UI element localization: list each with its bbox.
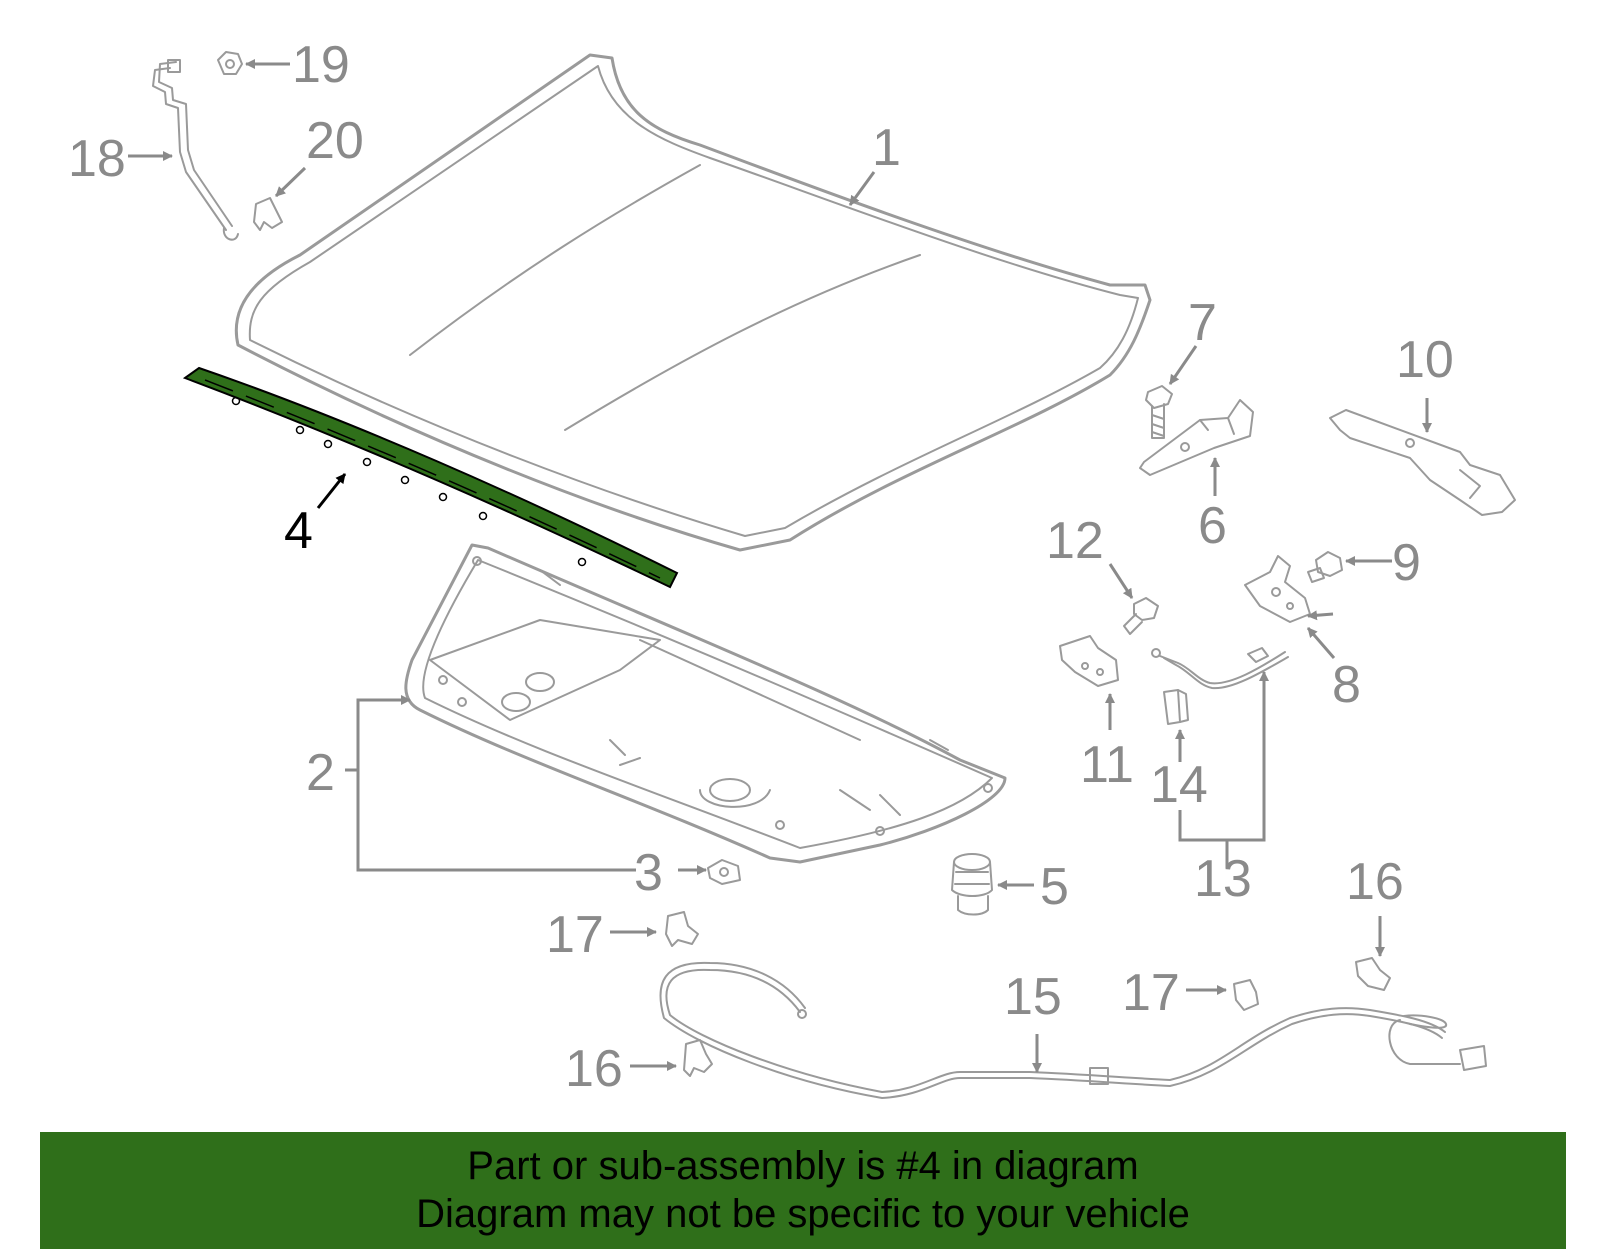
bolt-part-9 — [1307, 551, 1343, 583]
clip-part-3 — [707, 859, 741, 885]
callout-12: 12 — [1046, 512, 1104, 570]
hood-lock-part-8 — [1244, 555, 1311, 623]
banner-line-disclaimer: Diagram may not be specific to your vehi… — [416, 1192, 1190, 1236]
callout-17-right: 17 — [1122, 964, 1180, 1022]
callout-9: 9 — [1392, 534, 1421, 592]
callout-19: 19 — [292, 36, 350, 94]
callout-3: 3 — [634, 844, 663, 902]
callout-17-left: 17 — [546, 906, 604, 964]
callout-15: 15 — [1004, 968, 1062, 1026]
clip-part-17-left — [665, 911, 699, 947]
callout-16-upper: 16 — [1346, 853, 1404, 911]
callout-6: 6 — [1198, 497, 1227, 555]
clip-part-14 — [1163, 689, 1189, 725]
callout-20: 20 — [306, 112, 364, 170]
callout-2: 2 — [306, 744, 335, 802]
callout-4: 4 — [284, 502, 313, 560]
striker-part-11 — [1059, 635, 1119, 687]
callout-5: 5 — [1040, 858, 1069, 916]
callout-10: 10 — [1396, 331, 1454, 389]
clip-part-16-lower — [683, 1039, 713, 1077]
seal-strip-part-4 — [182, 366, 679, 589]
info-banner: Part or sub-assembly is #4 in diagram Di… — [40, 1132, 1566, 1249]
callout-8: 8 — [1332, 656, 1361, 714]
callout-13: 13 — [1194, 850, 1252, 908]
release-cable-part-15 — [659, 961, 1487, 1099]
callout-7: 7 — [1188, 294, 1217, 352]
clip-part-20 — [253, 197, 283, 231]
callout-18: 18 — [68, 130, 126, 188]
hood-panel — [234, 53, 1152, 552]
release-cable-part-13 — [1151, 647, 1289, 690]
bumper-stop-part-5 — [951, 853, 993, 916]
callout-labels: 1 2 3 4 5 6 7 8 9 10 11 12 13 14 15 16 1… — [68, 36, 1454, 1098]
leader-lines — [128, 59, 1432, 1073]
hood-hinge-part-6 — [1139, 399, 1254, 476]
bolt-part-12 — [1123, 597, 1159, 635]
callout-14: 14 — [1150, 756, 1208, 814]
callout-11: 11 — [1080, 736, 1134, 794]
hood-insulator — [404, 543, 1007, 864]
callout-1: 1 — [872, 119, 901, 177]
clip-part-16-upper — [1355, 957, 1391, 991]
banner-line-part-number: Part or sub-assembly is #4 in diagram — [467, 1144, 1139, 1188]
bolt-part-7 — [1145, 385, 1173, 439]
callout-16-lower: 16 — [565, 1040, 623, 1098]
nut-part-19 — [217, 51, 243, 75]
clip-part-17-right — [1233, 979, 1259, 1011]
support-rod-part-18 — [152, 59, 239, 241]
lock-bracket-part-10 — [1329, 409, 1516, 516]
parts-diagram: 1 2 3 4 5 6 7 8 9 10 11 12 13 14 15 16 1… — [68, 36, 1516, 1099]
